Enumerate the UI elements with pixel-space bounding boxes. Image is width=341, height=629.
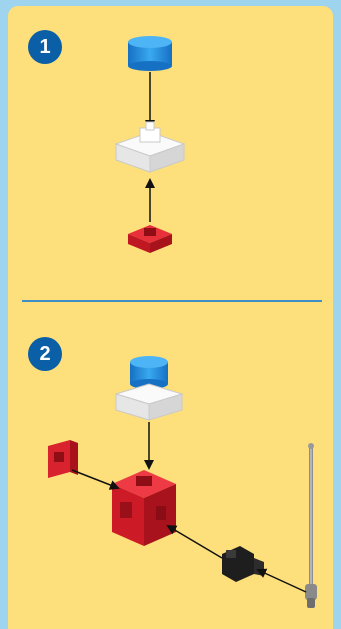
step-number-badge: 2 [28,337,62,371]
red-cube-icon [112,470,176,546]
white-square-base-icon [116,384,182,420]
assembly-illustration [8,6,333,629]
arrow-icon [72,470,118,488]
white-square-base-icon [116,122,184,172]
red-connector-icon [128,225,172,253]
blue-light-cap-icon [128,36,172,71]
black-clip-icon [222,546,264,582]
step-divider [22,300,322,302]
arrow-icon [168,526,222,558]
step-number-badge: 1 [28,30,62,64]
step-1-illustration [116,36,184,253]
step-2-illustration [48,356,317,608]
red-connector-icon [48,440,78,478]
arrow-icon [258,570,306,592]
instruction-panel: 1 2 [8,6,333,629]
gray-antenna-icon [305,443,317,608]
